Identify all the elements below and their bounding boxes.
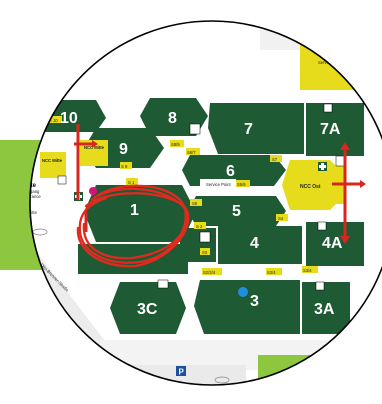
svg-text:P: P	[179, 368, 185, 377]
hall-number: 3C	[137, 301, 158, 318]
restroom-icons	[57, 103, 333, 291]
hall-4a[interactable]	[306, 222, 364, 266]
hall-number: 9	[119, 141, 128, 158]
hall-number: 3A	[314, 301, 335, 318]
entrance-label: Entrance	[24, 194, 41, 199]
passage-label: S3/4	[267, 270, 276, 275]
first-aid-icon	[318, 162, 327, 171]
hall-5[interactable]	[188, 196, 286, 226]
location-marker-icon[interactable]	[89, 187, 97, 195]
hall-number: 4A	[322, 235, 343, 252]
passage-label: S7	[272, 157, 278, 162]
hall-number: 1	[130, 202, 139, 219]
hall-3c[interactable]	[110, 282, 186, 334]
hall-7a[interactable]	[306, 103, 364, 156]
hall-number: 3	[250, 293, 259, 310]
ncc-ost-area[interactable]	[282, 160, 346, 210]
ncc-mitte-left-label: NCC Mitte	[42, 158, 63, 163]
parkdeck-sued-label: Parkdeck Süd	[166, 384, 194, 389]
hall-number: 7A	[320, 121, 341, 138]
hall-7[interactable]	[208, 103, 304, 154]
passage-tags: S 10 S 9 S8/9 S6/7 S7 S5/6 S5 S 1 S 2 S4…	[48, 116, 318, 275]
hall-1-highlight-circle	[76, 184, 190, 268]
passage-label: S5	[192, 201, 198, 206]
service-center-label: Service Center	[318, 60, 346, 65]
hall-number: 4	[250, 235, 259, 252]
car-icon	[214, 376, 230, 384]
eingang-label: Eingang	[24, 189, 40, 194]
passage-label: S3/4	[303, 268, 312, 273]
hall-6[interactable]	[182, 155, 286, 186]
hall-4[interactable]	[218, 226, 302, 264]
passage-label: S 10	[49, 118, 58, 123]
restroom-icon	[323, 103, 333, 113]
passage-label: S 9	[121, 164, 128, 169]
service-center-area[interactable]	[300, 40, 382, 90]
parking-icon: P	[176, 366, 186, 377]
restroom-icon	[315, 281, 325, 291]
hall-3a[interactable]	[302, 282, 350, 334]
cloakroom-icon	[199, 231, 211, 243]
restroom-icon	[57, 175, 67, 185]
hall-number: 7	[244, 121, 253, 138]
passage-label: S8/9	[171, 142, 180, 147]
restroom-icon	[317, 221, 327, 231]
hall-number: 8	[168, 110, 177, 127]
passage-label: S2/3/4	[203, 270, 216, 275]
cloakroom-icon	[189, 123, 201, 135]
passage-label: S4	[278, 216, 284, 221]
green-accent-bottom	[258, 355, 382, 385]
vip-sued-label: VIP Süd	[108, 372, 124, 377]
hall-number: 6	[226, 163, 235, 180]
ncc-mitte-left-area[interactable]	[40, 152, 66, 178]
ncc-ost-label: NCC Ost	[300, 184, 321, 190]
direction-arrows	[74, 124, 366, 244]
service-point-label: Service Point	[206, 182, 232, 187]
passage-label: S 1	[128, 180, 135, 185]
cloakroom-icon	[157, 279, 169, 289]
vip-mitte-label: VIP Mitte	[20, 210, 38, 215]
ncc-mitte-center-label: NCC Mitte	[84, 145, 105, 150]
passage-label: S 2	[196, 224, 203, 229]
map-frame-circle	[29, 20, 382, 386]
passage-label: S3	[202, 250, 208, 255]
hall-number: 10	[60, 110, 78, 127]
hall-number: 5	[232, 203, 241, 220]
hall-3[interactable]	[194, 280, 300, 334]
passage-label: S6/7	[187, 150, 196, 155]
parkdeck-sued-area[interactable]	[96, 365, 246, 399]
location-marker-icon[interactable]	[238, 287, 248, 297]
passage-label: S5/6	[237, 182, 246, 187]
service-point-area[interactable]	[200, 179, 236, 195]
mitte-label: Mitte	[22, 183, 37, 189]
